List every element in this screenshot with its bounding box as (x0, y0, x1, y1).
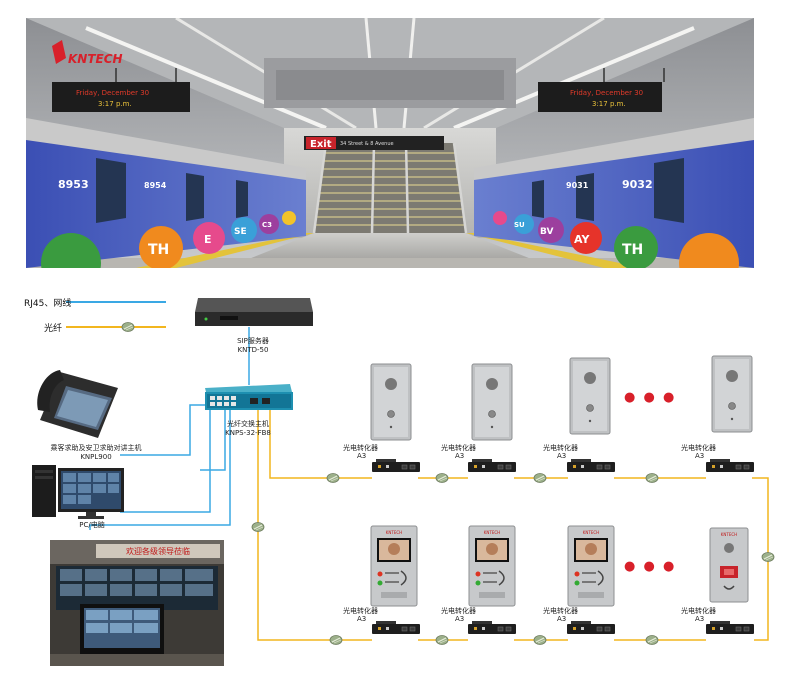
intercom-brand-1: KNTECH (386, 530, 402, 535)
route-letters-4: C3 (262, 221, 272, 229)
car-number-3: 9031 (566, 181, 589, 190)
intercom-panels-top (370, 355, 753, 441)
route-letters-3: SE (234, 227, 247, 237)
converter-model-bottom-4: A3 (695, 615, 705, 623)
sign-left-time: 3:17 p.m. (98, 100, 132, 108)
converter-label-bottom-2: 光电转化器 (441, 607, 476, 615)
legend-fiber-marker (121, 322, 135, 332)
converter-model-bottom-2: A3 (455, 615, 465, 623)
car-number-4: 9032 (622, 178, 653, 191)
converters-top (371, 458, 755, 473)
host-phone-label: 乘客求助及安卫求助对讲主机 KNPL900 (51, 444, 142, 462)
converter-label-bottom-1: 光电转化器 (343, 607, 378, 615)
svg-text:34 Street & 8 Avenue: 34 Street & 8 Avenue (340, 141, 394, 147)
pc-label: PC/电脑 (79, 521, 105, 529)
route-letters-6: BV (540, 227, 553, 237)
converter-label-bottom-4: 光电转化器 (681, 607, 716, 615)
pc-computer (32, 465, 124, 519)
fiber-switch (205, 384, 293, 410)
switch-label: 光纤交换主机 KNPS-32-FB8 (225, 420, 271, 438)
intercom-panels-bottom (370, 525, 749, 607)
kntech-logo-icon (52, 40, 66, 64)
converter-model-bottom-1: A3 (357, 615, 367, 623)
converter-model-top-1: A3 (357, 452, 367, 460)
converter-label-top-1: 光电转化器 (343, 444, 378, 452)
control-room-photo (50, 540, 224, 666)
control-room-banner-text: 欢迎各级领导莅临 (126, 546, 190, 556)
kntech-logo: KNTECH (68, 52, 123, 66)
route-letters-5: SU (514, 221, 525, 229)
sip-server-name: SIP服务器 (237, 337, 269, 345)
sip-server-model: KNTD-50 (237, 346, 269, 354)
ellipsis-dots-top: ● ● ● (624, 390, 677, 405)
sign-right-date: Friday, December 30 (570, 89, 643, 97)
route-letters-7: AY (574, 233, 590, 246)
sip-server-label: SIP服务器 KNTD-50 (237, 337, 269, 355)
sign-right-time: 3:17 p.m. (592, 100, 626, 108)
converter-label-top-2: 光电转化器 (441, 444, 476, 452)
exit-sign: Exit (310, 139, 332, 150)
legend-fiber-label: 光纤 (44, 324, 63, 334)
host-phone-model: KNPL900 (80, 453, 112, 461)
departure-sign-right (538, 82, 662, 112)
route-letters-8: TH (622, 242, 643, 258)
converter-model-top-2: A3 (455, 452, 465, 460)
converter-model-bottom-3: A3 (557, 615, 567, 623)
intercom-brand-2: KNTECH (484, 530, 500, 535)
host-phone-name: 乘客求助及安卫求助对讲主机 (50, 444, 142, 452)
car-number-1: 8953 (58, 178, 89, 191)
switch-model: KNPS-32-FB8 (225, 429, 271, 437)
sip-server (195, 298, 313, 326)
route-letters-2: E (204, 233, 212, 246)
legend-rj45-label: RJ45、网线 (24, 299, 72, 309)
route-letters-1: TH (148, 242, 169, 258)
converter-model-top-4: A3 (695, 452, 705, 460)
sign-left-date: Friday, December 30 (76, 89, 149, 97)
converter-label-bottom-3: 光电转化器 (543, 607, 578, 615)
subway-station-photo: Exit 34 Street & 8 Avenue (26, 18, 754, 268)
switch-name: 光纤交换主机 (226, 420, 269, 428)
car-number-2: 8954 (144, 181, 167, 190)
ellipsis-dots-bottom: ● ● ● (624, 559, 677, 574)
converter-label-top-3: 光电转化器 (543, 444, 578, 452)
host-intercom-phone (37, 370, 118, 438)
intercom-brand-4: KNTECH (721, 532, 737, 537)
converter-model-top-3: A3 (557, 452, 567, 460)
converter-label-top-4: 光电转化器 (681, 444, 716, 452)
departure-sign-left (52, 82, 190, 112)
intercom-brand-3: KNTECH (583, 530, 599, 535)
